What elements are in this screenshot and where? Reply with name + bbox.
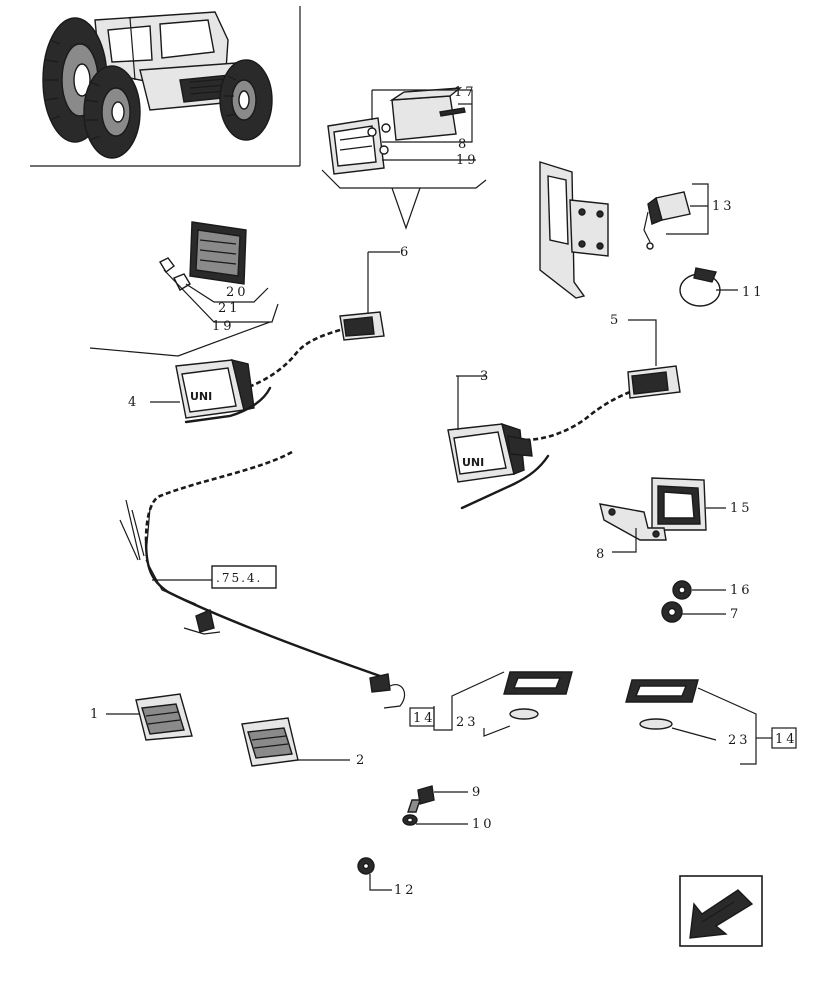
label-10: 10 xyxy=(472,817,495,832)
lamp-4-lens-text: UNI xyxy=(190,390,212,403)
nut-12 xyxy=(357,857,392,891)
side-lamp-2 xyxy=(241,717,350,767)
label-15: 15 xyxy=(730,501,753,516)
label-11: 11 xyxy=(742,285,765,300)
tractor-illustration xyxy=(42,11,273,159)
side-lamp-1 xyxy=(106,693,193,741)
tractor-inset xyxy=(30,6,301,167)
label-9: 9 xyxy=(472,785,483,800)
label-16: 16 xyxy=(730,583,753,598)
label-1: 1 xyxy=(90,707,101,722)
label-20: 20 xyxy=(226,285,249,300)
label-8-top: 8 xyxy=(458,137,469,152)
nut-7 xyxy=(661,601,726,623)
washer-10 xyxy=(402,814,468,826)
label-13: 13 xyxy=(712,199,735,214)
reference-label: .75.4. xyxy=(216,571,262,585)
label-23-right: 23 xyxy=(728,733,751,748)
hose-clamp-11 xyxy=(679,267,738,307)
switch-13 xyxy=(643,183,709,250)
bracket-8 xyxy=(599,503,667,553)
label-8: 8 xyxy=(596,547,607,562)
plate-lamp-15 xyxy=(651,477,726,531)
label-14-left: 14 xyxy=(413,711,436,726)
part-labels: 17 8 19 6 20 21 19 4 13 11 5 3 15 8 16 7… xyxy=(90,85,798,898)
screw-9 xyxy=(407,785,468,813)
label-19-top: 19 xyxy=(456,153,479,168)
label-12: 12 xyxy=(394,883,417,898)
right-lamp-group xyxy=(447,319,681,510)
nut-16 xyxy=(672,580,726,600)
label-14-right: 14 xyxy=(775,732,798,747)
label-4: 4 xyxy=(128,395,139,410)
decal-group-right xyxy=(625,679,797,765)
lamp-3-lens-text: UNI xyxy=(462,456,484,469)
label-19-left: 19 xyxy=(212,319,235,334)
mounting-bracket-plate xyxy=(539,161,609,299)
label-17: 17 xyxy=(454,85,477,100)
label-7: 7 xyxy=(730,607,741,622)
ref-box xyxy=(211,565,277,589)
label-3: 3 xyxy=(480,369,491,384)
label-5: 5 xyxy=(610,313,621,328)
left-lamp-group xyxy=(89,221,400,424)
rear-lamp-assembly-top xyxy=(321,87,487,230)
wiring-harness xyxy=(119,450,405,709)
label-6: 6 xyxy=(400,245,411,260)
label-23-left: 23 xyxy=(456,715,479,730)
back-arrow-icon[interactable] xyxy=(679,875,763,947)
label-2: 2 xyxy=(356,753,367,768)
label-21: 21 xyxy=(218,301,241,316)
decal-group-left xyxy=(409,671,573,737)
